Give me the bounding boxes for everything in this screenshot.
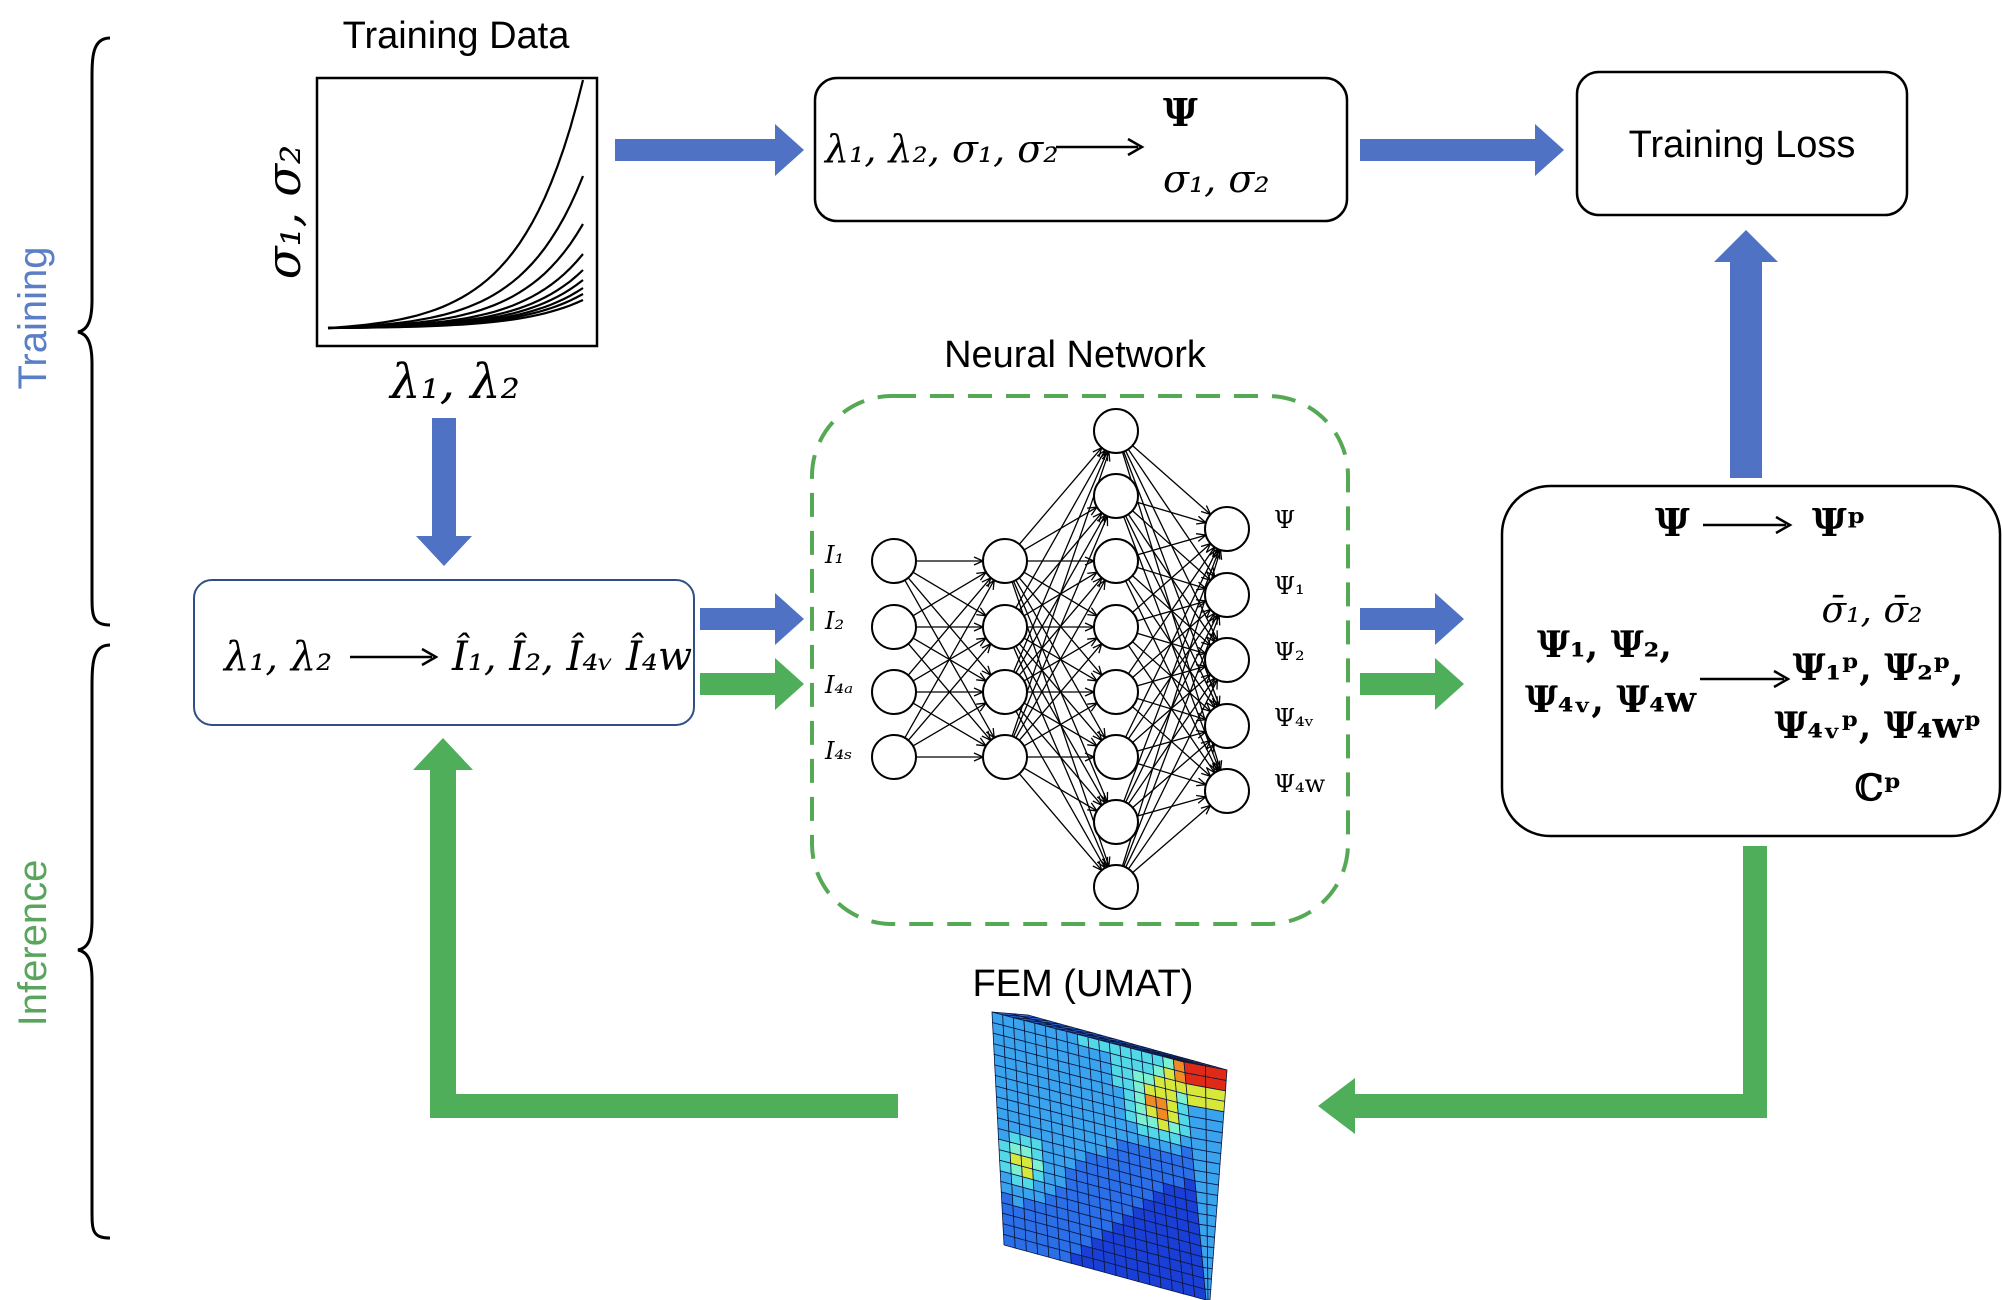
derivatives-left-line1: Ψ₁, Ψ₂, (1537, 624, 1672, 666)
nn-neuron (1093, 734, 1139, 780)
nn-neuron (871, 669, 917, 715)
plot-curve (327, 79, 585, 330)
nn-input-label: I₁ (824, 541, 844, 569)
arrow-data-to-mapping (615, 124, 804, 176)
derivatives-box (1500, 484, 2002, 838)
derivatives-psi-p: Ψᵖ (1812, 500, 1866, 545)
fem-title: FEM (UMAT) (973, 963, 1194, 1005)
arrow-fem-to-invariants (413, 738, 898, 1118)
nn-input-label: I₄ₛ (824, 737, 852, 765)
nn-input-label: I₄ₐ (824, 671, 853, 699)
arrow-nn-to-derivatives-blue (1360, 593, 1464, 645)
derivatives-left-line2: Ψ₄ᵥ, Ψ₄w (1525, 679, 1697, 721)
derivatives-right-line2: Ψ₁ᵖ, Ψ₂ᵖ, (1793, 647, 1964, 689)
arrow-mapping-to-loss (1360, 124, 1564, 176)
inference-side-label: Inference (11, 860, 55, 1027)
training-loss-box (1575, 70, 1909, 217)
arrow-derivatives-to-loss (1714, 230, 1778, 478)
derivatives-right-line3: Ψ₄ᵥᵖ, Ψ₄wᵖ (1775, 705, 1982, 747)
nn-neuron (871, 604, 917, 650)
training-data-title: Training Data (343, 15, 571, 57)
nn-neuron (1093, 538, 1139, 584)
stress-mapping-inputs: λ₁, λ₂, σ₁, σ₂ (823, 127, 1058, 171)
nn-neuron (1093, 408, 1139, 454)
nn-neuron (1204, 637, 1250, 683)
nn-neuron (1093, 669, 1139, 715)
nn-neuron (1204, 572, 1250, 618)
stress-mapping-output-psi: Ψ (1163, 90, 1198, 135)
inference-brace (77, 643, 111, 1240)
nn-neuron (1093, 864, 1139, 910)
arrow-invariants-to-nn-green (700, 658, 804, 710)
nn-output-label: Ψ₄w (1274, 770, 1326, 798)
arrow-invariants-to-nn-blue (700, 593, 804, 645)
plot-y-label: σ₁, σ₂ (256, 145, 312, 280)
invariants-output-label: Î₁, Î₂, Î₄ᵥ Î₄w (451, 633, 692, 680)
nn-neuron (982, 669, 1028, 715)
nn-output-label: Ψ₄ᵥ (1274, 704, 1314, 732)
derivatives-main-arrow (1700, 669, 1791, 689)
training-brace (77, 36, 111, 627)
nn-connections (904, 445, 1223, 874)
derivatives-top-arrow (1703, 515, 1793, 535)
nn-output-label: Ψ₂ (1274, 638, 1305, 666)
nn-neuron (1093, 604, 1139, 650)
nn-neuron (1204, 768, 1250, 814)
arrow-data-to-invariants (416, 418, 472, 566)
nn-neuron (982, 604, 1028, 650)
nn-neuron (1204, 703, 1250, 749)
stress-mapping-arrow (1056, 137, 1145, 157)
nn-neuron (871, 538, 917, 584)
invariants-box (193, 579, 695, 726)
nn-neurons (871, 408, 1250, 910)
invariants-arrow (350, 647, 439, 667)
neural-network-dashed-frame (810, 394, 1350, 926)
nn-neuron (1093, 473, 1139, 519)
derivatives-right-line4: ℂᵖ (1855, 767, 1902, 809)
nn-neuron (982, 538, 1028, 584)
nn-input-label: I₂ (824, 607, 844, 635)
invariants-stretch-label: λ₁, λ₂ (222, 634, 332, 680)
stress-mapping-output-sigma: σ₁, σ₂ (1163, 157, 1270, 201)
arrow-nn-to-derivatives-green (1360, 658, 1464, 710)
nn-output-label: Ψ (1274, 506, 1295, 534)
plot-curve (328, 298, 584, 330)
training-data-curves (327, 79, 585, 330)
nn-neuron (982, 734, 1028, 780)
training-loss-label: Training Loss (1629, 124, 1856, 166)
neural-network-title: Neural Network (944, 334, 1207, 376)
derivatives-right-line1: σ̄₁, σ̄₂ (1822, 590, 1923, 631)
plot-x-label: λ₁, λ₂ (388, 354, 520, 410)
nn-output-label: Ψ₁ (1274, 572, 1305, 600)
stress-mapping-box (813, 76, 1349, 223)
nn-neuron (1204, 506, 1250, 552)
fem-mesh-block (991, 1011, 1228, 1300)
nn-neuron (1093, 799, 1139, 845)
nn-neuron (871, 734, 917, 780)
training-side-label: Training (11, 246, 55, 389)
derivatives-psi: Ψ (1655, 500, 1690, 545)
arrow-derivatives-to-fem (1318, 846, 1767, 1134)
